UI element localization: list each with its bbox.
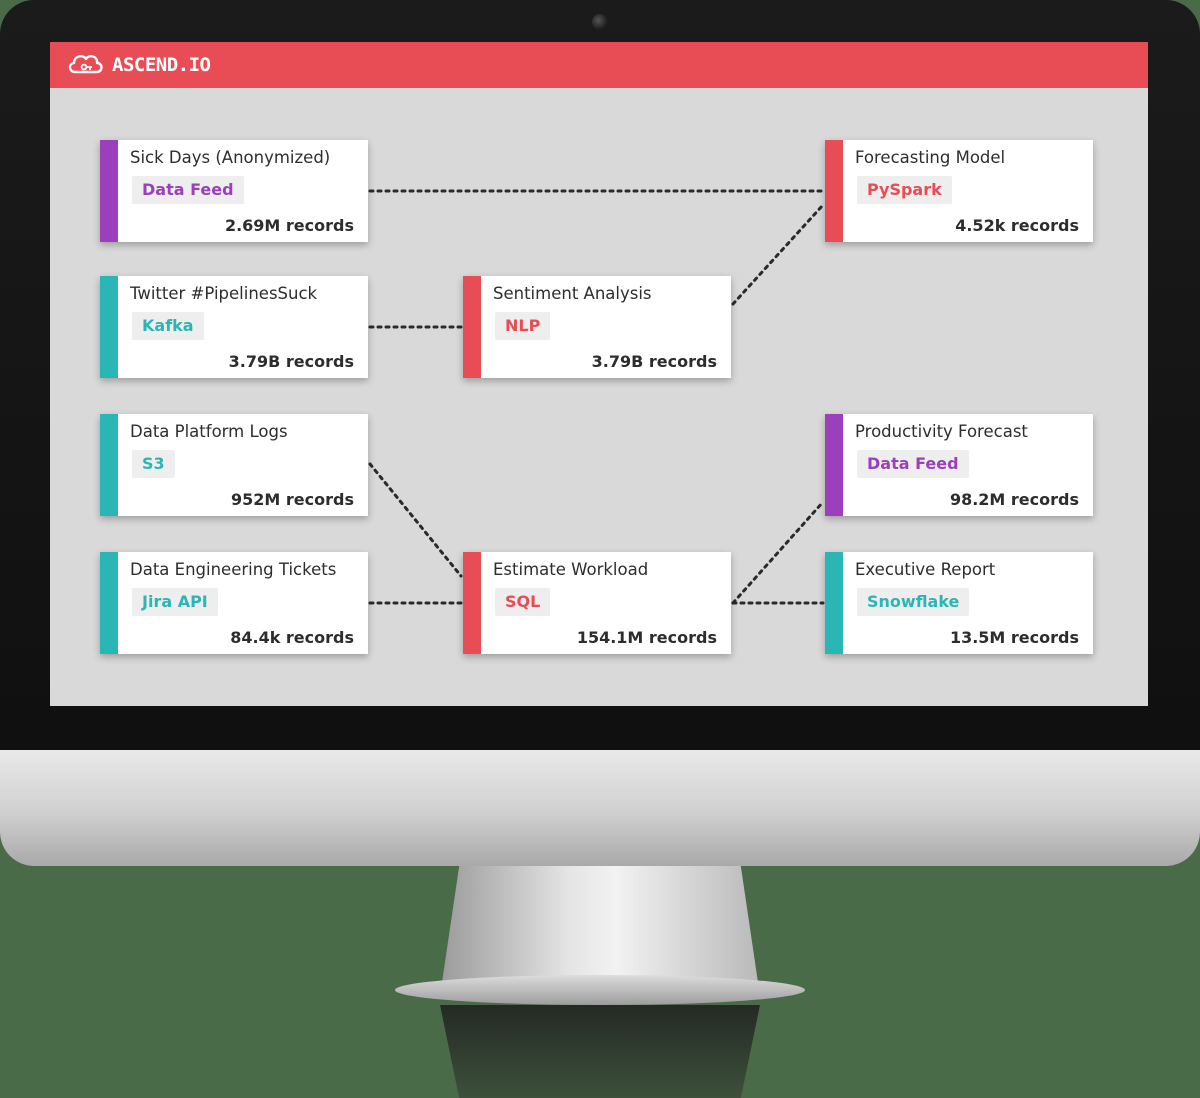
node-title: Forecasting Model — [855, 148, 1006, 167]
pipeline-connections — [368, 189, 825, 605]
node-title: Executive Report — [855, 560, 996, 579]
webcam-icon — [592, 14, 608, 30]
node-type-badge: Jira API — [132, 588, 218, 616]
node-type-badge: NLP — [495, 312, 551, 340]
node-record-count: 4.52k records — [955, 216, 1079, 235]
node-title: Sentiment Analysis — [493, 284, 652, 303]
node-type-badge: SQL — [495, 588, 551, 616]
node-title: Data Engineering Tickets — [130, 560, 337, 579]
edge-platform-logs-to-workload — [368, 462, 463, 578]
node-record-count: 2.69M records — [224, 216, 354, 235]
edge-workload-to-productivity — [731, 500, 825, 605]
node-accent-bar — [825, 552, 843, 654]
node-accent-bar — [100, 552, 118, 654]
stand-reflection — [440, 1005, 760, 1098]
node-accent-bar — [463, 276, 481, 378]
node-type-badge: Kafka — [132, 312, 204, 340]
app-header: ASCEND.IO — [50, 42, 1148, 88]
node-title: Productivity Forecast — [855, 422, 1028, 441]
node-record-count: 952M records — [231, 490, 354, 509]
node-accent-bar — [100, 140, 118, 242]
monitor-chin — [0, 750, 1200, 866]
node-title: Sick Days (Anonymized) — [130, 148, 331, 167]
node-type-badge: Data Feed — [857, 450, 969, 478]
node-accent-bar — [100, 414, 118, 516]
node-type-badge: S3 — [132, 450, 175, 478]
brand-name: ASCEND.IO — [112, 54, 211, 76]
node-record-count: 84.4k records — [230, 628, 354, 647]
node-record-count: 154.1M records — [576, 628, 717, 647]
node-record-count: 13.5M records — [949, 628, 1079, 647]
node-accent-bar — [825, 414, 843, 516]
node-type-badge: PySpark — [857, 176, 952, 204]
node-type-badge: Snowflake — [857, 588, 970, 616]
node-title: Estimate Workload — [493, 560, 649, 579]
node-card-sick-days[interactable]: Sick Days (Anonymized) Data Feed 2.69M rec… — [100, 140, 368, 242]
node-record-count: 98.2M records — [949, 490, 1079, 509]
node-accent-bar — [825, 140, 843, 242]
edge-sentiment-to-forecasting — [731, 203, 825, 306]
node-record-count: 3.79B records — [591, 352, 717, 371]
node-title: Twitter #PipelinesSuck — [130, 284, 318, 303]
monitor-base — [395, 975, 805, 1005]
monitor-bezel: ASCEND.IO Sick Days (Anonymized) Data Fee… — [0, 0, 1200, 866]
node-type-badge: Data Feed — [132, 176, 244, 204]
monitor-stand — [440, 866, 760, 996]
node-accent-bar — [463, 552, 481, 654]
node-record-count: 3.79B records — [228, 352, 354, 371]
brand-logo[interactable]: ASCEND.IO — [66, 50, 211, 80]
cloud-icon — [66, 50, 106, 80]
app-screen: ASCEND.IO Sick Days (Anonymized) Data Fee… — [50, 42, 1148, 706]
node-title: Data Platform Logs — [130, 422, 288, 441]
node-accent-bar — [100, 276, 118, 378]
